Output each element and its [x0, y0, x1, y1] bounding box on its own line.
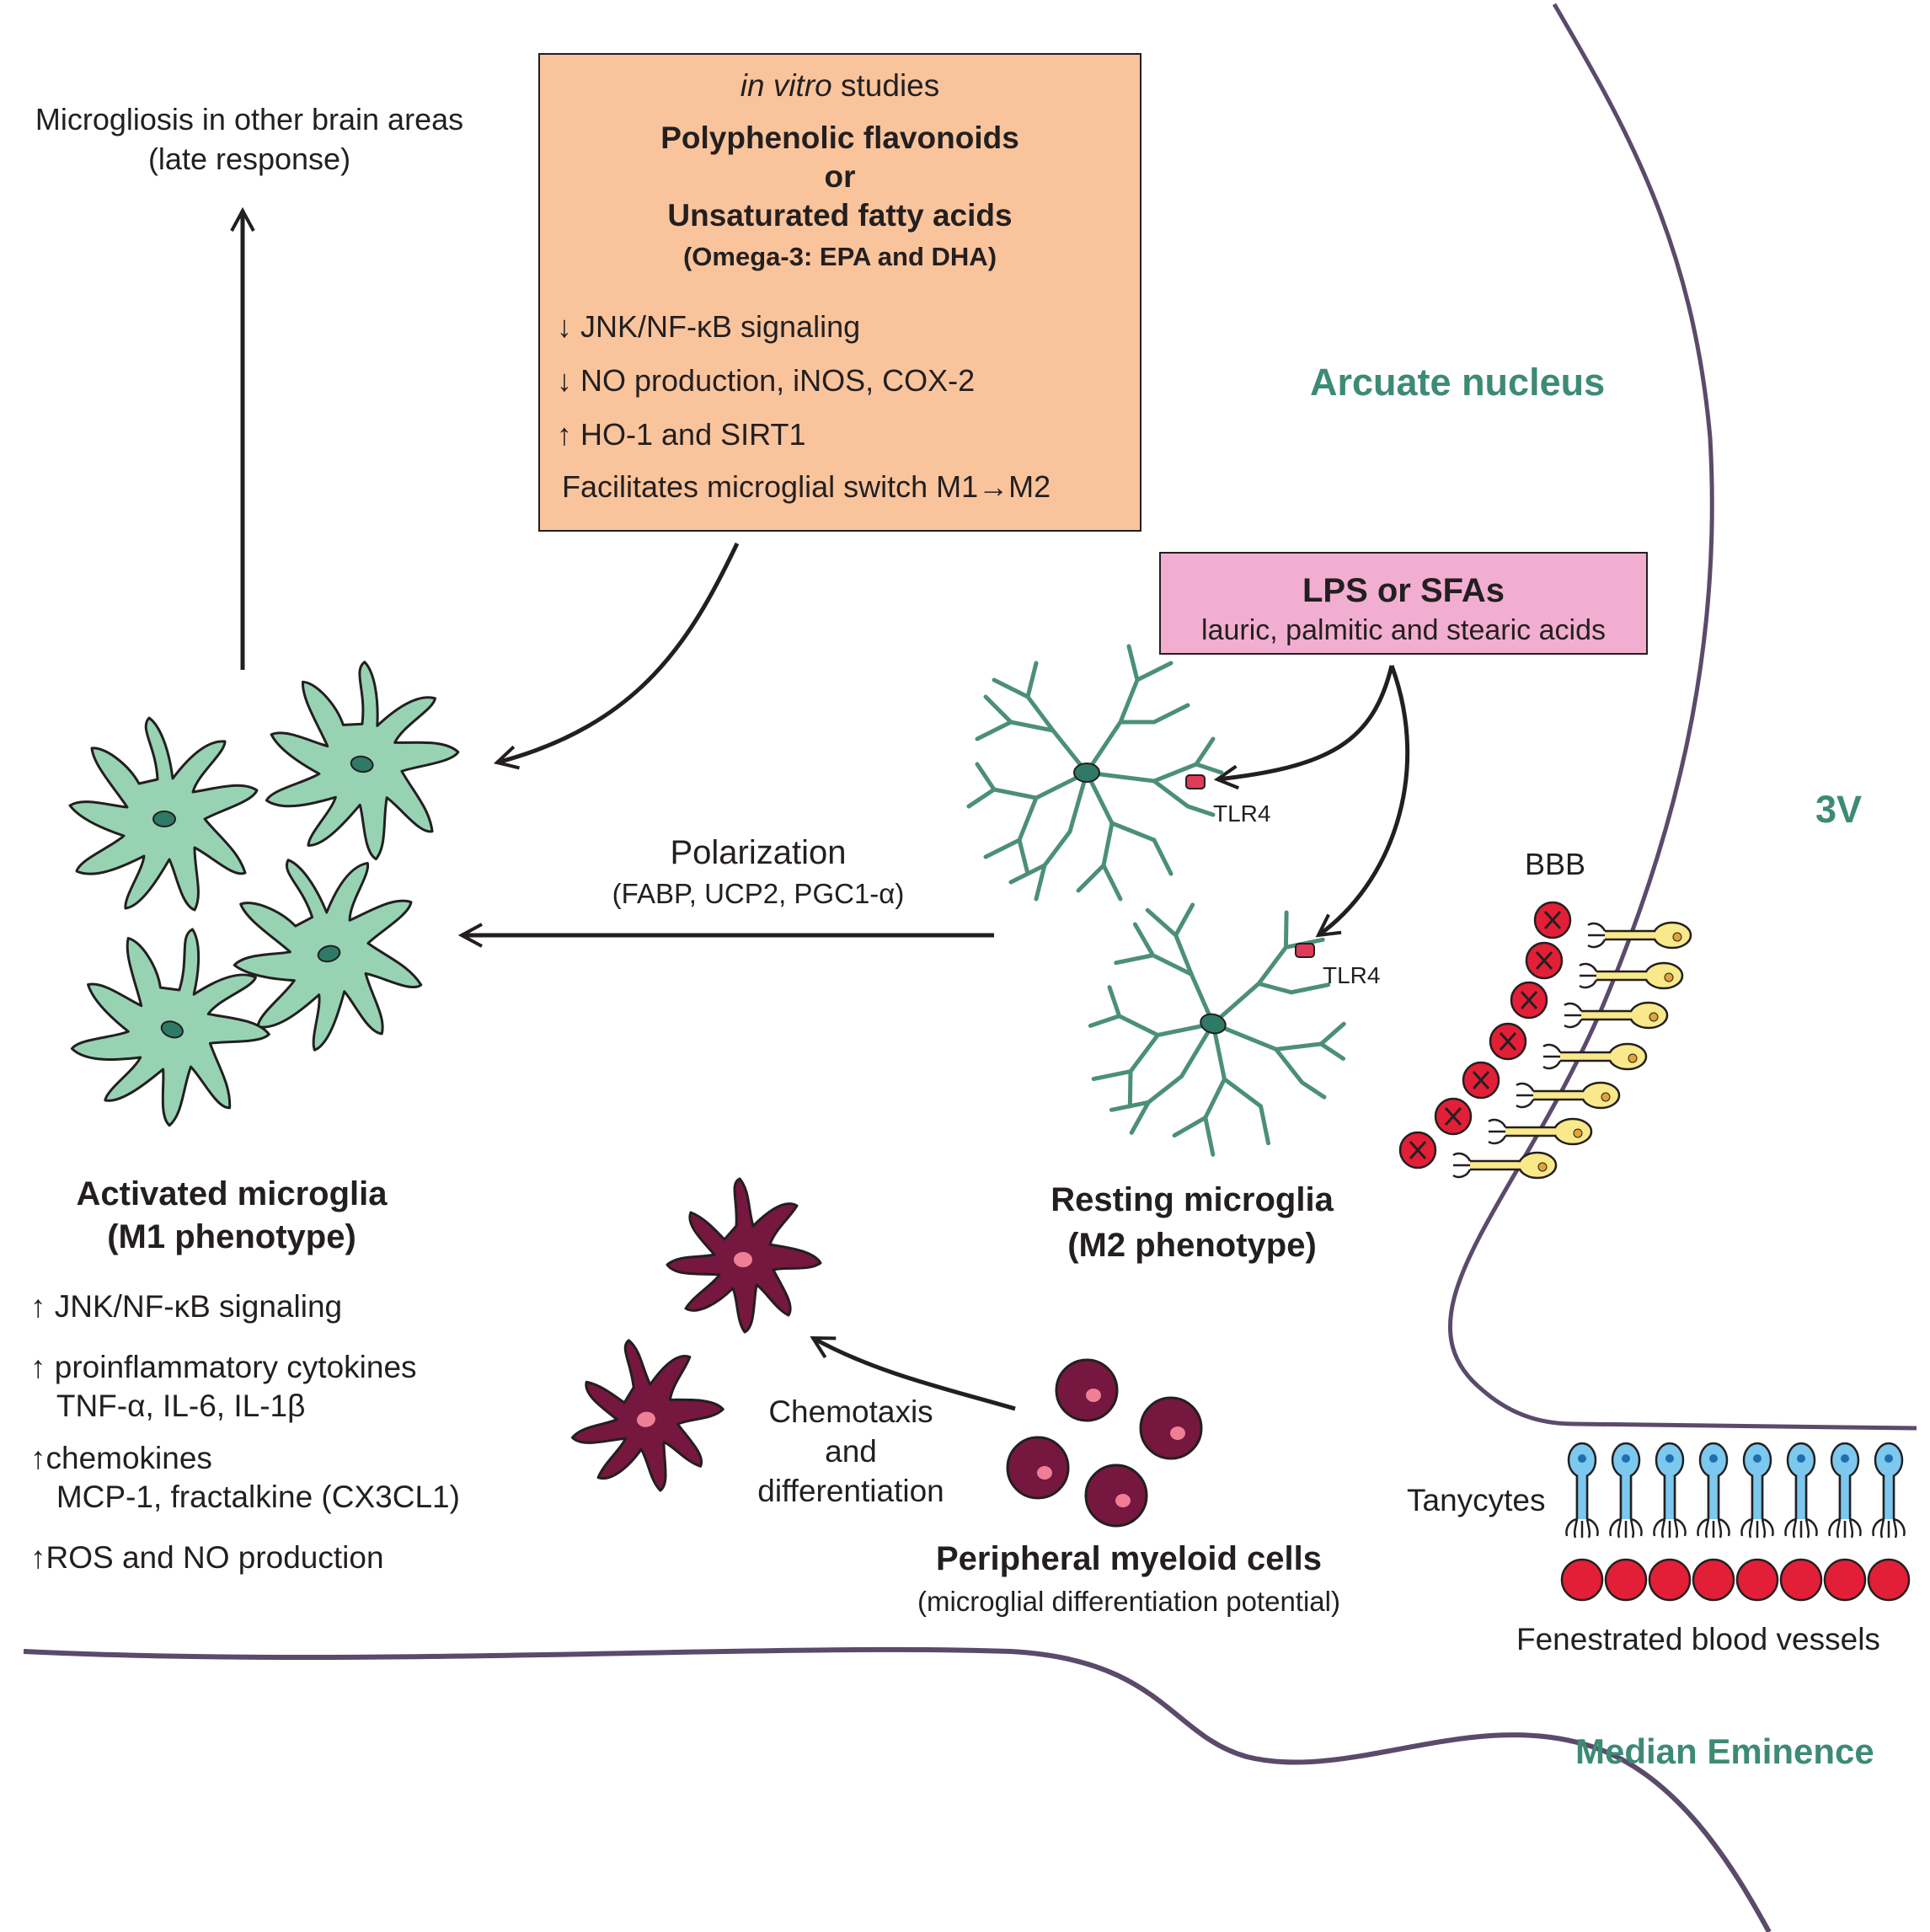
arrow-down-icon: ↓	[557, 363, 572, 398]
lps-subtitle: lauric, palmitic and stearic acids	[1201, 614, 1606, 646]
activated-title2: (M1 phenotype)	[107, 1218, 356, 1255]
m1-effect-1-text: JNK/NF-κB signaling	[54, 1289, 343, 1324]
m2-microglia-icon	[969, 646, 1222, 899]
chemotaxis-line1: Chemotaxis	[768, 1394, 933, 1429]
in-vitro-item-2: ↓ NO production, iNOS, COX-2	[557, 363, 975, 399]
in-vitro-title4: (Omega-3: EPA and DHA)	[682, 242, 997, 271]
m1-microglia-icon	[51, 901, 296, 1148]
in-vitro-item-1-text: JNK/NF-κB signaling	[580, 309, 861, 344]
m1-effect-3-line1: chemokines	[45, 1441, 212, 1475]
tlr4-receptor-icon	[1295, 943, 1315, 958]
arrow-up-icon: ↑	[30, 1289, 46, 1324]
blood-vessel-icon	[1560, 1558, 1911, 1602]
vessels-label: Fenestrated blood vessels	[1516, 1622, 1880, 1656]
lps-title: LPS or SFAs	[1302, 572, 1505, 609]
myeloid-title: Peripheral myeloid cells	[936, 1540, 1322, 1577]
arrow-up-icon: ↑	[557, 417, 572, 452]
microgliosis-line2: (late response)	[147, 142, 351, 176]
arrow-up-icon: ↑	[30, 1540, 46, 1575]
median-eminence-label: Median Eminence	[1575, 1731, 1874, 1771]
in-vitro-italic: in vitro	[740, 68, 832, 103]
m1-effect-1: ↑ JNK/NF-κB signaling	[30, 1289, 342, 1325]
in-vitro-rest: studies	[831, 68, 940, 103]
arcuate-nucleus-label: Arcuate nucleus	[1310, 361, 1606, 404]
tanycytes-label: Tanycytes	[1407, 1483, 1546, 1517]
m1-effect-2: ↑ proinflammatory cytokines TNF-α, IL-6,…	[30, 1348, 417, 1426]
bbb-label: BBB	[1525, 847, 1586, 881]
resting-title2: (M2 phenotype)	[1067, 1227, 1317, 1264]
arrow-lps-to-tlr4-a	[1217, 665, 1394, 779]
m2-microglia-icon	[1067, 871, 1376, 1180]
m1-effect-4-text: ROS and NO production	[45, 1540, 384, 1575]
arrow-right-icon: →	[978, 469, 1009, 504]
m1-microglia-icon	[252, 646, 473, 871]
myeloid-cell-icon	[1055, 1358, 1119, 1422]
myeloid-cell-icon	[1084, 1464, 1148, 1528]
tanycyte-icon	[1565, 1442, 1906, 1539]
switch-prefix: Facilitates microglial switch M1	[562, 469, 979, 504]
in-vitro-box: in vitro studies Polyphenolic flavonoids…	[538, 53, 1141, 532]
activated-title1: Activated microglia	[76, 1175, 388, 1212]
myeloid-cell-icon	[666, 1177, 822, 1334]
median-eminence-boundary	[23, 1646, 1772, 1932]
tlr4-label-a: TLR4	[1213, 800, 1271, 827]
m1-effect-4: ↑ROS and NO production	[30, 1540, 384, 1576]
third-ventricle-label: 3V	[1815, 788, 1863, 831]
in-vitro-header: in vitro studies	[540, 68, 1140, 104]
m1-effect-3: ↑chemokines MCP-1, fractalkine (CX3CL1)	[30, 1439, 460, 1517]
tlr4-label-b: TLR4	[1323, 962, 1381, 988]
myeloid-cell-icon	[556, 1325, 737, 1506]
chemotaxis-line3: differentiation	[757, 1474, 944, 1508]
bbb-tanycytes	[1398, 901, 1692, 1180]
in-vitro-item-1: ↓ JNK/NF-κB signaling	[557, 309, 860, 345]
in-vitro-item-4: Facilitates microglial switch M1→M2	[562, 469, 1051, 505]
arrow-invitro-to-m1	[497, 542, 740, 763]
in-vitro-item-3-text: HO-1 and SIRT1	[580, 417, 806, 452]
polarization-title: Polarization	[670, 834, 847, 871]
microgliosis-label: Microgliosis in other brain areas (late …	[0, 99, 499, 179]
m1-effect-2-line1: proinflammatory cytokines	[54, 1350, 417, 1384]
arrow-up-icon: ↑	[30, 1441, 46, 1475]
m1-effect-2-line2: TNF-α, IL-6, IL-1β	[56, 1389, 306, 1423]
in-vitro-title1: Polyphenolic flavonoids	[660, 120, 1019, 155]
myeloid-cell-icon	[1139, 1396, 1203, 1460]
polarization-subtitle: (FABP, UCP2, PGC1-α)	[612, 878, 905, 909]
arrow-lps-to-tlr4-b	[1318, 665, 1410, 935]
resting-title1: Resting microglia	[1051, 1181, 1334, 1218]
m1-microglia-icon	[68, 716, 259, 912]
in-vitro-item-3: ↑ HO-1 and SIRT1	[557, 417, 805, 452]
in-vitro-title2: or	[824, 159, 856, 194]
lps-box: LPS or SFAs lauric, palmitic and stearic…	[1159, 552, 1648, 655]
arrow-chemotaxis	[813, 1335, 1016, 1411]
tlr4-receptor-icon	[1185, 774, 1206, 789]
arrow-up-icon: ↑	[30, 1350, 46, 1384]
arrow-down-icon: ↓	[557, 309, 572, 344]
m1-effect-3-line2: MCP-1, fractalkine (CX3CL1)	[56, 1480, 460, 1514]
microgliosis-line1: Microgliosis in other brain areas	[35, 102, 464, 136]
chemotaxis-line2: and	[825, 1434, 877, 1469]
myeloid-subtitle: (microglial differentiation potential)	[917, 1586, 1340, 1617]
chemotaxis-label: Chemotaxis and differentiation	[724, 1392, 977, 1511]
switch-suffix: M2	[1008, 469, 1051, 504]
in-vitro-title3: Unsaturated fatty acids	[667, 198, 1013, 233]
myeloid-cell-icon	[1006, 1436, 1070, 1500]
in-vitro-item-2-text: NO production, iNOS, COX-2	[580, 363, 976, 398]
ventricle-wall	[1447, 3, 1917, 1431]
